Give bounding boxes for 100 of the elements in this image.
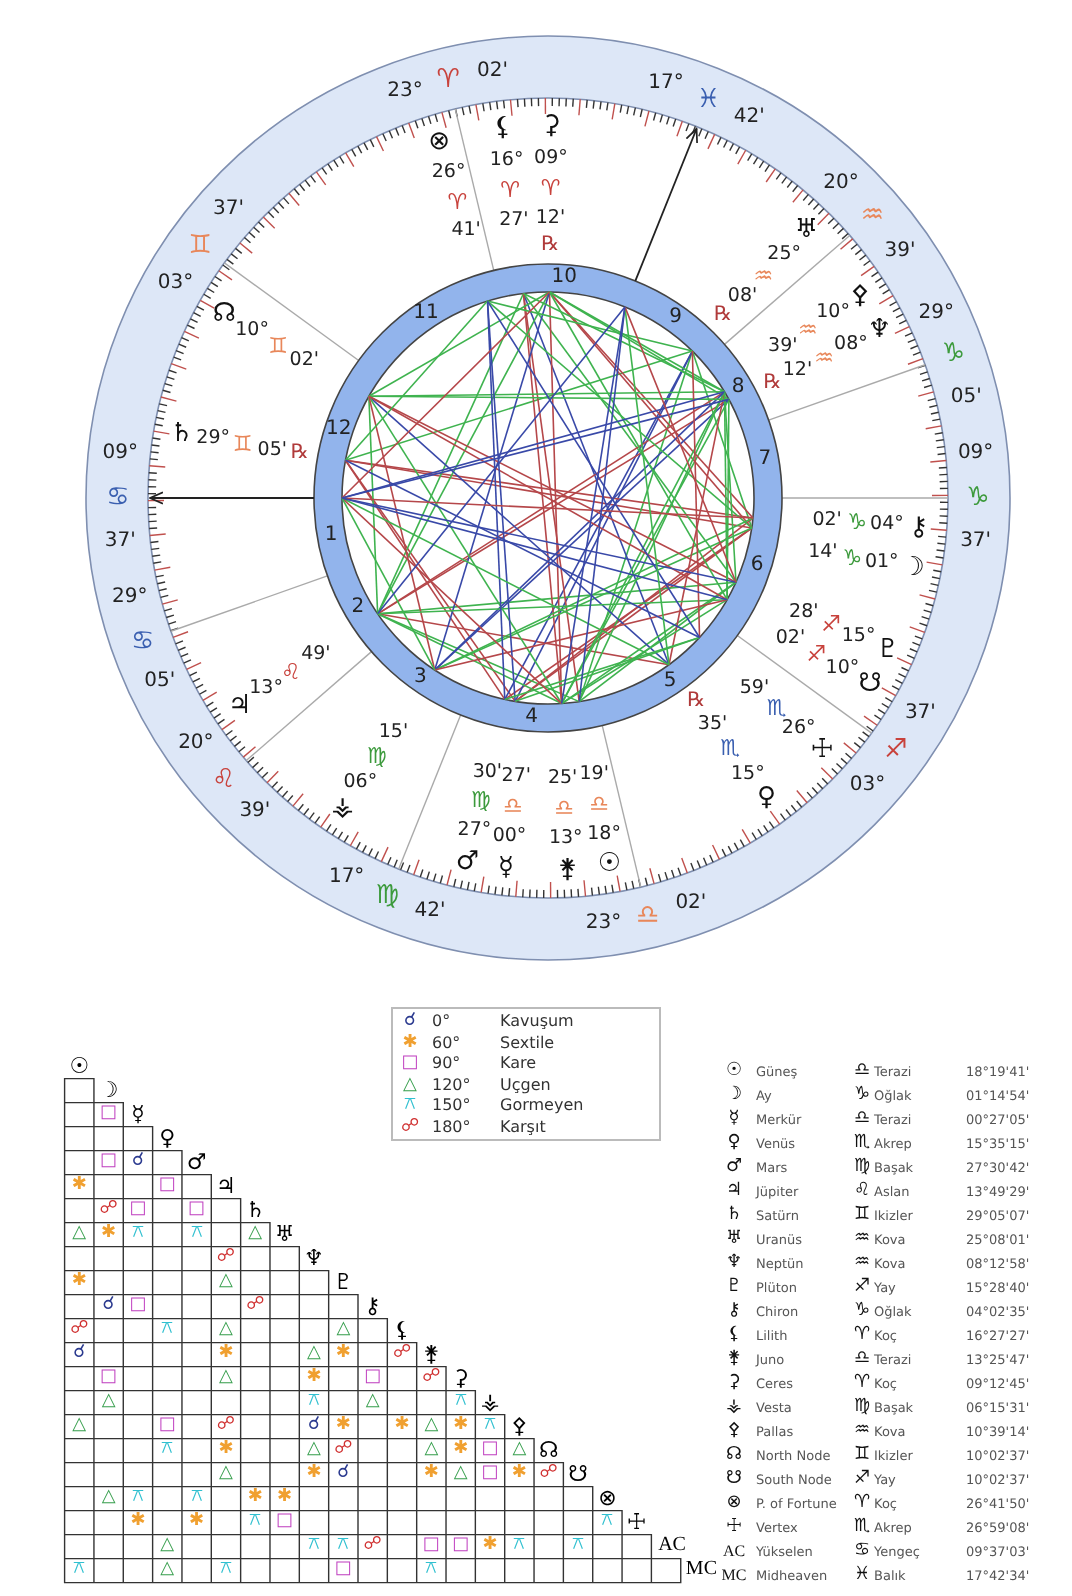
zodiac-sign-glyph: ♋ [130, 628, 155, 655]
planet-degree: 04° [870, 515, 904, 535]
planet-degree: 26° [431, 163, 466, 183]
aspect-symbol: ✱ [511, 1465, 527, 1484]
aspect-symbol: □ [158, 1177, 176, 1196]
planet-glyph: ☽ [901, 555, 925, 582]
house-number: 12 [326, 420, 352, 440]
aspect-symbol: ✱ [218, 1345, 234, 1364]
planet-glyph: ☊ [212, 301, 236, 328]
aspect-symbol: △ [160, 1561, 175, 1580]
zodiac-sign-glyph: ♑ [847, 511, 867, 534]
planet-glyph: ♄ [725, 1207, 743, 1225]
cusp-degree: 17° [328, 867, 365, 888]
house-number: 3 [414, 667, 427, 688]
planet-glyph: ☩ [810, 736, 834, 763]
aspect-symbol: ✱ [394, 1417, 410, 1436]
aspect-symbol: ✱ [482, 1537, 498, 1556]
aspect-symbol: ☍ [539, 1465, 558, 1484]
aspect-symbol: ☌ [337, 1465, 350, 1484]
planet-minutes: 05' [257, 439, 287, 459]
aspect-symbol: △ [307, 1441, 321, 1460]
planet-glyph: ☋ [568, 1463, 588, 1486]
aspect-angle: 120° [432, 1077, 471, 1093]
planet-glyph: ⚳ [727, 1375, 741, 1393]
planet-glyph: ⚵ [557, 856, 577, 883]
aspect-angle: 0° [432, 1014, 451, 1030]
aspect-symbol: ⚻ [161, 1321, 174, 1340]
planet-glyph: ☿ [131, 1103, 145, 1126]
aspect-symbol: □ [129, 1297, 147, 1316]
planet-degree: 25° [767, 243, 801, 263]
planet-glyph: ♄ [169, 420, 194, 447]
cusp-degree: 20° [178, 734, 214, 755]
planet-glyph: ♅ [274, 1223, 295, 1246]
aspect-symbol: ⚻ [161, 1441, 174, 1460]
aspect-symbol: ☍ [422, 1369, 441, 1388]
aspect-symbol: △ [512, 1441, 527, 1460]
cusp-degree: 09° [957, 443, 994, 464]
aspect-symbol: ✱ [101, 1225, 117, 1244]
planet-minutes: 02' [812, 510, 842, 530]
zodiac-sign-glyph: ♐ [853, 1471, 871, 1489]
cusp-minutes: 02' [477, 61, 508, 82]
aspect-symbol: □ [100, 1153, 118, 1172]
aspect-symbol: △ [72, 1225, 87, 1244]
zodiac-sign-glyph: ♏ [853, 1135, 871, 1153]
aspect-glyph: ☌ [403, 1013, 417, 1031]
aspect-symbol: ☍ [363, 1537, 382, 1556]
zodiac-sign-glyph: ♊ [853, 1447, 871, 1465]
cusp-degree: 03° [849, 775, 886, 796]
zodiac-sign-glyph: ♍ [375, 883, 400, 910]
zodiac-sign-glyph: ♋ [106, 485, 130, 511]
aspect-symbol: □ [334, 1561, 352, 1580]
zodiac-sign-glyph: ♒ [853, 1255, 871, 1273]
planet-glyph: ♆ [304, 1247, 324, 1270]
aspect-symbol: ✱ [189, 1513, 205, 1532]
zodiac-sign-glyph: ♈ [436, 66, 460, 93]
aspect-symbol: ✱ [335, 1345, 351, 1364]
planet-glyph: ☉ [69, 1055, 90, 1077]
planet-glyph: ⚴ [727, 1423, 741, 1441]
aspect-symbol: △ [336, 1321, 351, 1340]
aspect-symbol: ☍ [334, 1441, 353, 1460]
aspect-symbol: △ [248, 1225, 263, 1244]
aspect-symbol: ✱ [277, 1489, 293, 1508]
planet-minutes: 30' [472, 761, 503, 781]
planet-minutes: 35' [697, 715, 728, 734]
aspect-symbol: △ [453, 1465, 468, 1484]
cusp-minutes: 42' [733, 108, 765, 129]
planet-glyph: ⚳ [541, 113, 561, 139]
cusp-degree: 17° [648, 74, 684, 95]
aspect-symbol: □ [100, 1369, 118, 1388]
zodiac-sign-glyph: ♑ [842, 546, 863, 569]
aspect-symbol: △ [219, 1465, 233, 1484]
planet-minutes: 12' [782, 361, 813, 381]
aspect-name: Kare [500, 1056, 537, 1072]
cusp-minutes: 42' [414, 901, 446, 922]
cusp-minutes: 05' [144, 672, 176, 693]
aspect-symbol: □ [364, 1369, 382, 1388]
planet-glyph: ⚶ [726, 1399, 742, 1417]
aspect-symbol: ⚻ [425, 1561, 438, 1580]
aspect-name: Uçgen [500, 1077, 551, 1093]
planet-glyph: AC [722, 1544, 746, 1560]
zodiac-sign-glyph: ♒ [853, 1231, 871, 1249]
planet-degree: 16° [489, 151, 524, 171]
zodiac-sign-glyph: ♓ [696, 86, 721, 113]
zodiac-sign-glyph: ♐ [853, 1279, 871, 1297]
zodiac-sign-glyph: ♓ [853, 1567, 871, 1585]
zodiac-sign-glyph: ♐ [821, 613, 842, 636]
zodiac-sign-glyph: ♎ [554, 796, 575, 819]
zodiac-sign-glyph: ♎ [853, 1063, 871, 1081]
retrograde-mark: ℞ [763, 373, 782, 394]
planet-glyph: ♆ [725, 1255, 743, 1273]
aspect-symbol: ⚻ [131, 1489, 144, 1508]
aspect-symbol: □ [100, 1105, 118, 1124]
planet-glyph: ⚷ [727, 1303, 741, 1321]
zodiac-sign-glyph: ♒ [814, 346, 835, 369]
aspect-symbol: ⚻ [601, 1513, 614, 1532]
aspect-symbol: ⚻ [307, 1393, 320, 1412]
aspect-symbol: ⚻ [73, 1561, 86, 1580]
aspect-symbol: ☍ [392, 1345, 412, 1364]
zodiac-sign-glyph: ♒ [753, 264, 774, 286]
aspect-symbol: △ [307, 1345, 321, 1364]
